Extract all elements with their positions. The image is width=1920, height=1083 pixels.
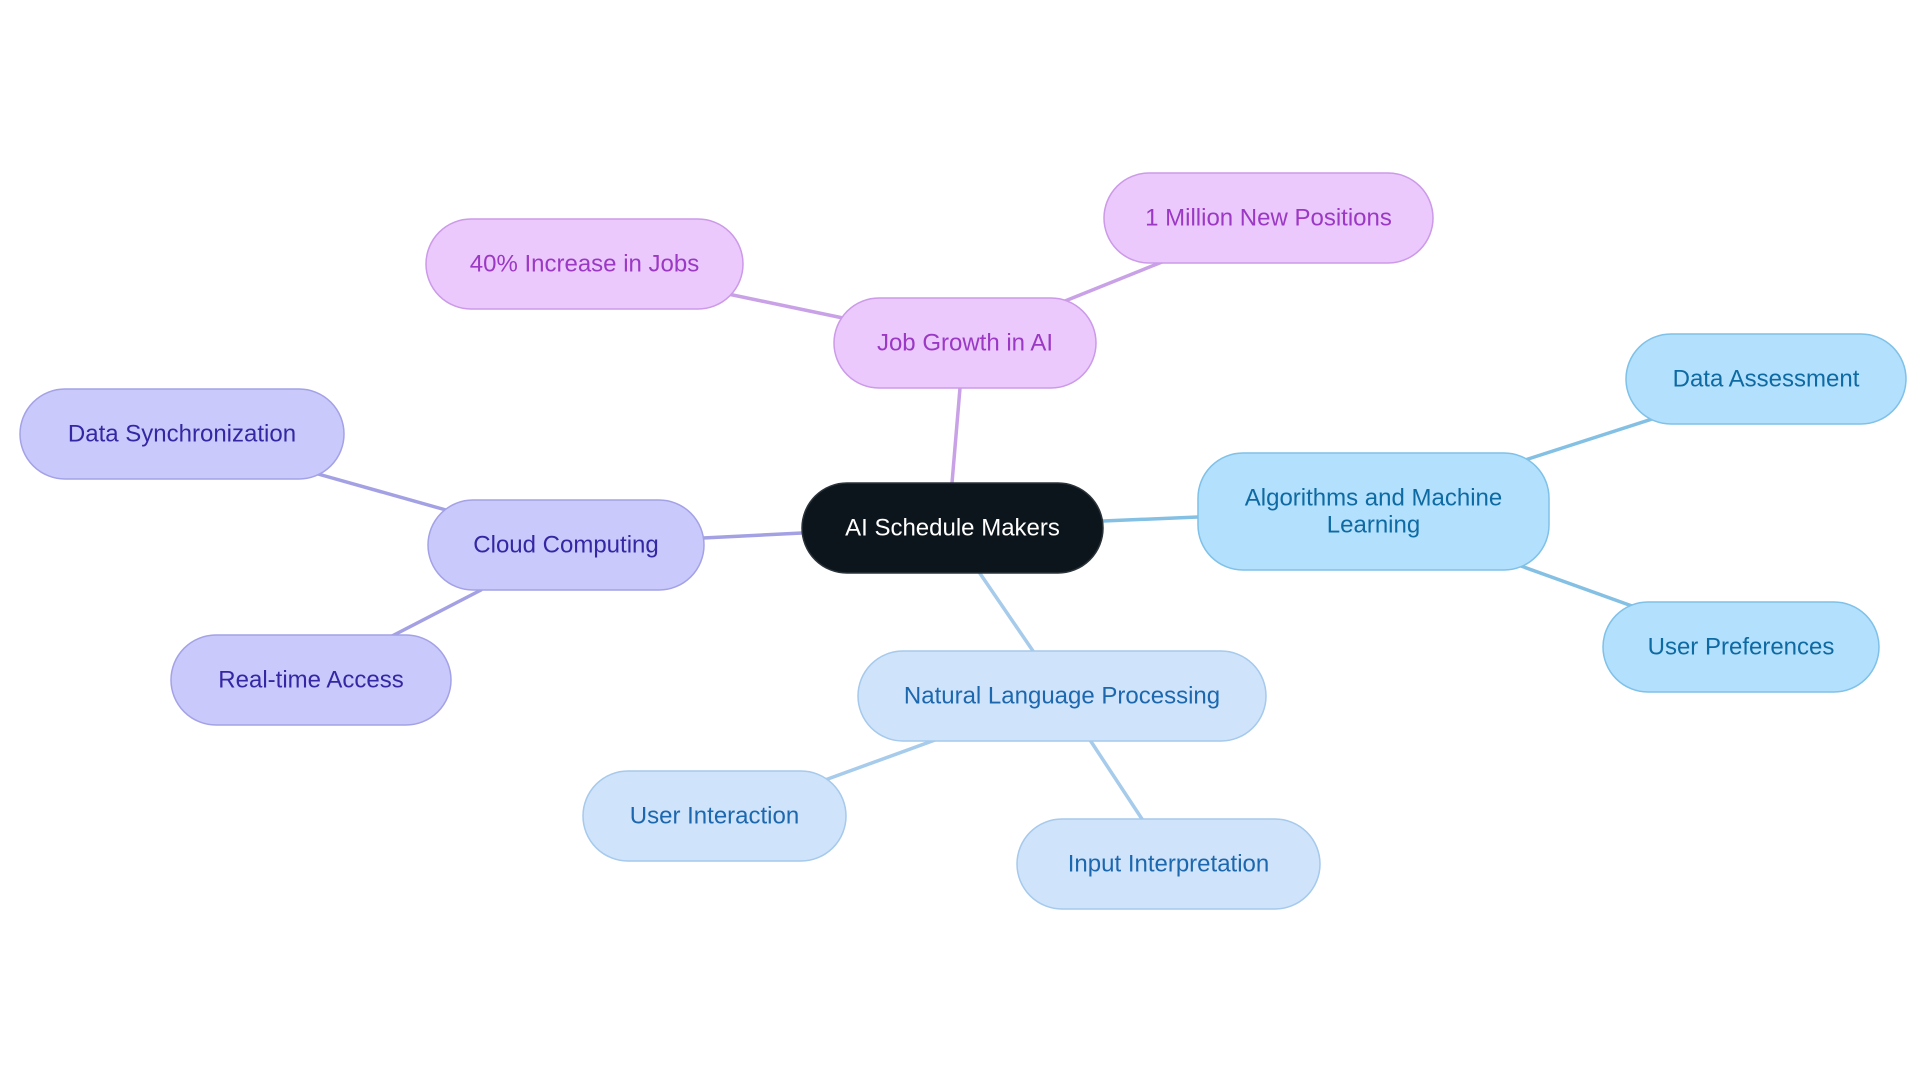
node-box-nlp [857,650,1267,742]
connector-user-preferences [1519,564,1634,608]
node-label-user-preferences: User Preferences [1648,634,1835,661]
node-user-preferences: User Preferences [1602,601,1880,693]
node-nlp: Natural Language Processing [857,650,1267,742]
node-increase-jobs: 40% Increase in Jobs [425,218,744,310]
node-label-increase-jobs: 40% Increase in Jobs [470,251,699,278]
node-label-nlp: Natural Language Processing [904,683,1220,710]
node-new-positions: 1 Million New Positions [1103,172,1434,264]
node-input-interpretation: Input Interpretation [1016,818,1321,910]
node-root: AI Schedule Makers [801,482,1104,574]
mind-map-nodes: AI Schedule Makers Job Growth in AI 40% In… [19,172,1907,910]
node-label-algorithms-ml: Algorithms and Machine [1245,485,1502,512]
node-box-increase-jobs [425,218,744,310]
connector-realtime-access [390,588,483,638]
connector-job-growth [950,386,962,485]
connector-new-positions [1063,260,1164,303]
node-label-root: AI Schedule Makers [845,515,1060,542]
node-box-data-sync [19,388,345,480]
node-label-algorithms-ml: Learning [1327,512,1420,539]
node-data-sync: Data Synchronization [19,388,345,480]
connector-input-interpretation [1088,738,1144,821]
node-box-data-assessment [1625,333,1907,425]
node-box-root [801,482,1104,574]
node-label-realtime-access: Real-time Access [218,667,403,694]
node-box-algorithms-ml [1197,452,1550,571]
node-label-user-interaction: User Interaction [630,803,799,830]
node-label-data-assessment: Data Assessment [1673,366,1860,393]
node-label-new-positions: 1 Million New Positions [1145,205,1392,232]
node-label-job-growth: Job Growth in AI [877,330,1053,357]
connector-cloud-computing [701,531,804,540]
connector-increase-jobs [726,292,845,320]
node-box-input-interpretation [1016,818,1321,910]
node-label-input-interpretation: Input Interpretation [1068,851,1269,878]
node-box-user-preferences [1602,601,1880,693]
connector-user-interaction [823,738,937,782]
node-label-data-sync: Data Synchronization [68,421,296,448]
node-box-user-interaction [582,770,847,862]
connector-data-sync [316,472,448,512]
node-box-new-positions [1103,172,1434,264]
node-job-growth: Job Growth in AI [833,297,1097,389]
connector-data-assessment [1523,417,1654,462]
node-label-cloud-computing: Cloud Computing [473,532,658,559]
node-realtime-access: Real-time Access [170,634,452,726]
node-user-interaction: User Interaction [582,770,847,862]
connector-nlp [977,570,1035,653]
node-box-cloud-computing [427,499,705,591]
node-cloud-computing: Cloud Computing [427,499,705,591]
node-data-assessment: Data Assessment [1625,333,1907,425]
connector-algorithms-ml [1101,515,1200,523]
connector-lines [316,260,1654,821]
node-box-realtime-access [170,634,452,726]
node-box-job-growth [833,297,1097,389]
